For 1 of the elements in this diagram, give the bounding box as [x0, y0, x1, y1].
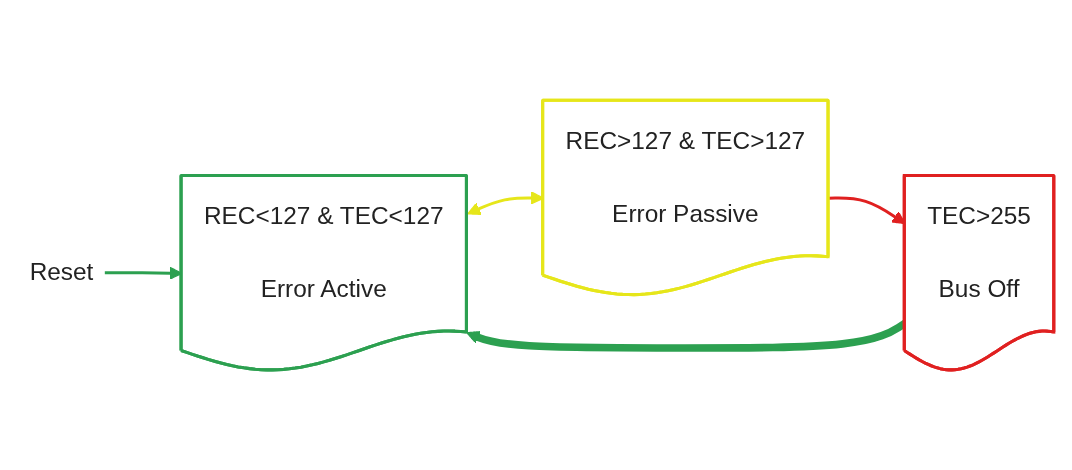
node-text: Reset [29, 258, 94, 285]
